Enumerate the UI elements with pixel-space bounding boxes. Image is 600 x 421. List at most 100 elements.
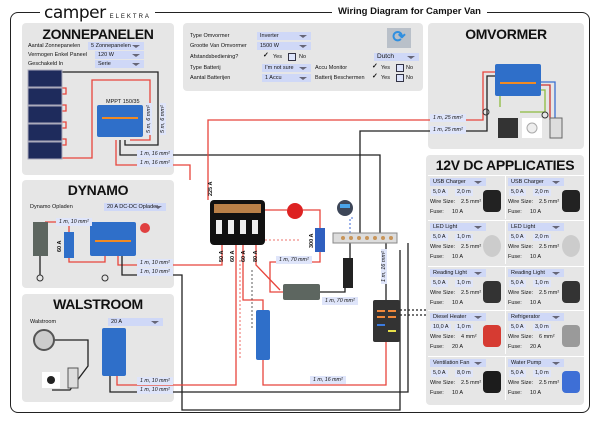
- afstand-no-checkbox[interactable]: [288, 53, 296, 61]
- appliance-current[interactable]: 5,0 A: [431, 189, 448, 196]
- appliance-current[interactable]: 5,0 A: [431, 370, 448, 377]
- appliance-length[interactable]: 1,0 m: [533, 370, 551, 377]
- appliance-length[interactable]: 3,0 m: [533, 324, 551, 331]
- appliance-length[interactable]: 1,0 m: [455, 234, 473, 241]
- type-batterij-select[interactable]: I'm not sure: [262, 64, 311, 72]
- appliance-length[interactable]: 8,0 m: [455, 370, 473, 377]
- appliance-select[interactable]: Water Pump: [508, 359, 564, 367]
- appliance-select[interactable]: Reading Light: [508, 269, 564, 277]
- omvormer-title: OMVORMER: [465, 26, 547, 42]
- fuse-value: 10 A: [530, 254, 542, 260]
- wire: [121, 250, 401, 411]
- geschakeld-select[interactable]: Serie: [95, 60, 144, 68]
- inverter-remote: [498, 118, 518, 138]
- appliance-select[interactable]: Diesel Heater: [430, 313, 486, 321]
- ground-wire: [499, 89, 546, 113]
- appliance-select[interactable]: Ventilation Fan: [430, 359, 486, 367]
- appliance-current[interactable]: 5,0 A: [509, 234, 526, 241]
- wire: [242, 245, 264, 312]
- wire-size-label: Wire Size:: [430, 244, 456, 250]
- wire-size-label: Wire Size:: [508, 244, 534, 250]
- wire-solar-pos: [62, 79, 151, 159]
- vermogen-select[interactable]: 120 W: [95, 51, 144, 59]
- appliance-length[interactable]: 1,0 m: [455, 280, 473, 287]
- wire-label: 5 m, 6 mm²: [160, 103, 166, 135]
- fuse-label: 60 A: [230, 250, 236, 262]
- mppt-charger: [97, 105, 143, 137]
- language-select[interactable]: Dutch: [374, 53, 419, 61]
- monitor-no-checkbox[interactable]: [396, 64, 404, 72]
- refresh-icon: ⟳: [392, 29, 406, 46]
- type-omvormer-select[interactable]: Inverter: [257, 32, 311, 40]
- appliance-select[interactable]: LED Light: [508, 223, 564, 231]
- walstroom-select[interactable]: 20 A: [108, 318, 163, 326]
- appliance-current[interactable]: 10,0 A: [431, 324, 451, 331]
- dynamo-title: DYNAMO: [67, 182, 129, 198]
- ac-wire: [540, 84, 551, 120]
- appliance-length[interactable]: 1,0 m: [533, 280, 551, 287]
- wire: [262, 340, 387, 386]
- monitor-yes-checkbox[interactable]: ✓: [372, 63, 378, 70]
- grootte-select[interactable]: 1500 W: [257, 42, 311, 50]
- fuse-label: Fuse:: [430, 254, 444, 260]
- water-pump-icon: [562, 371, 580, 393]
- shore-inlet: [33, 329, 55, 351]
- wire-label: 1 m, 10 mm²: [137, 377, 173, 385]
- diesel-heater-icon: [483, 325, 501, 347]
- appliance-current[interactable]: 5,0 A: [431, 280, 448, 287]
- zonnepanelen-title: ZONNEPANELEN: [42, 26, 154, 42]
- wire-size-label: Wire Size:: [508, 199, 534, 205]
- appliance-current[interactable]: 5,0 A: [509, 280, 526, 287]
- appliance-length[interactable]: 2,0 m: [533, 234, 551, 241]
- dynamo-fuse: [64, 232, 74, 258]
- appliance-select[interactable]: USB Charger: [508, 178, 564, 186]
- wire: [68, 256, 106, 263]
- aantal-zonnepanelen-select[interactable]: 5 Zonnepanelen: [88, 42, 144, 50]
- wire-label: 1 m, 70 mm²: [322, 297, 358, 305]
- beschermen-no-checkbox[interactable]: [396, 74, 404, 82]
- wire-size-value: 6 mm²: [539, 334, 555, 340]
- appliance-current[interactable]: 5,0 A: [509, 324, 526, 331]
- fuse-value: 10 A: [452, 209, 464, 215]
- appliance-length[interactable]: 2,0 m: [533, 189, 551, 196]
- wire: [52, 339, 89, 391]
- wire-size-label: Wire Size:: [508, 334, 534, 340]
- appliance-select[interactable]: Refrigerator: [508, 313, 564, 321]
- appliance-length[interactable]: 2,0 m: [455, 189, 473, 196]
- wire-label: 1 m, 16 mm²: [381, 249, 387, 284]
- appliance-current[interactable]: 5,0 A: [509, 370, 526, 377]
- grootte-label: Grootte Van Omvormer: [190, 43, 247, 49]
- wire-label: 1 m, 16 mm²: [137, 150, 173, 158]
- appliance-select[interactable]: LED Light: [430, 223, 486, 231]
- appliance-current[interactable]: 5,0 A: [509, 189, 526, 196]
- beschermen-no-label: No: [406, 75, 414, 81]
- appliance-length[interactable]: 1,0 m: [455, 324, 473, 331]
- reading-light-icon: [562, 281, 580, 303]
- fuse-label: Fuse:: [508, 390, 522, 396]
- appliance-current[interactable]: 5,0 A: [431, 234, 448, 241]
- beschermen-label: Batterij Beschermen: [315, 75, 365, 81]
- afstand-yes-checkbox[interactable]: ✓: [263, 52, 269, 59]
- geschakeld-label: Geschakeld In: [28, 61, 64, 67]
- shunt: [343, 258, 353, 288]
- wire-size-value: 2.5 mm²: [461, 199, 482, 205]
- battery-fuse: [315, 228, 325, 252]
- signal-wire: [349, 217, 353, 233]
- beschermen-yes-checkbox[interactable]: ✓: [372, 73, 378, 80]
- fuse-label: 50 A: [219, 250, 225, 262]
- appliance-select[interactable]: Reading Light: [430, 269, 486, 277]
- wire-label: 1 m, 10 mm²: [137, 268, 173, 276]
- fuse-label: Fuse:: [508, 344, 522, 350]
- wire-label: 1 m, 25 mm²: [430, 114, 466, 122]
- appliance-select[interactable]: USB Charger: [430, 178, 486, 186]
- dynamo-opladen-select[interactable]: 20 A DC-DC Oplader: [104, 203, 166, 211]
- aantal-batterijen-label: Aantal Batterijen: [190, 75, 231, 81]
- refresh-button[interactable]: ⟳: [387, 28, 411, 48]
- aantal-zonnepanelen-label: Aantal Zonnepanelen: [28, 43, 81, 49]
- fuse-label: Fuse:: [508, 254, 522, 260]
- aantal-batterijen-select[interactable]: 1 Accu: [262, 74, 311, 82]
